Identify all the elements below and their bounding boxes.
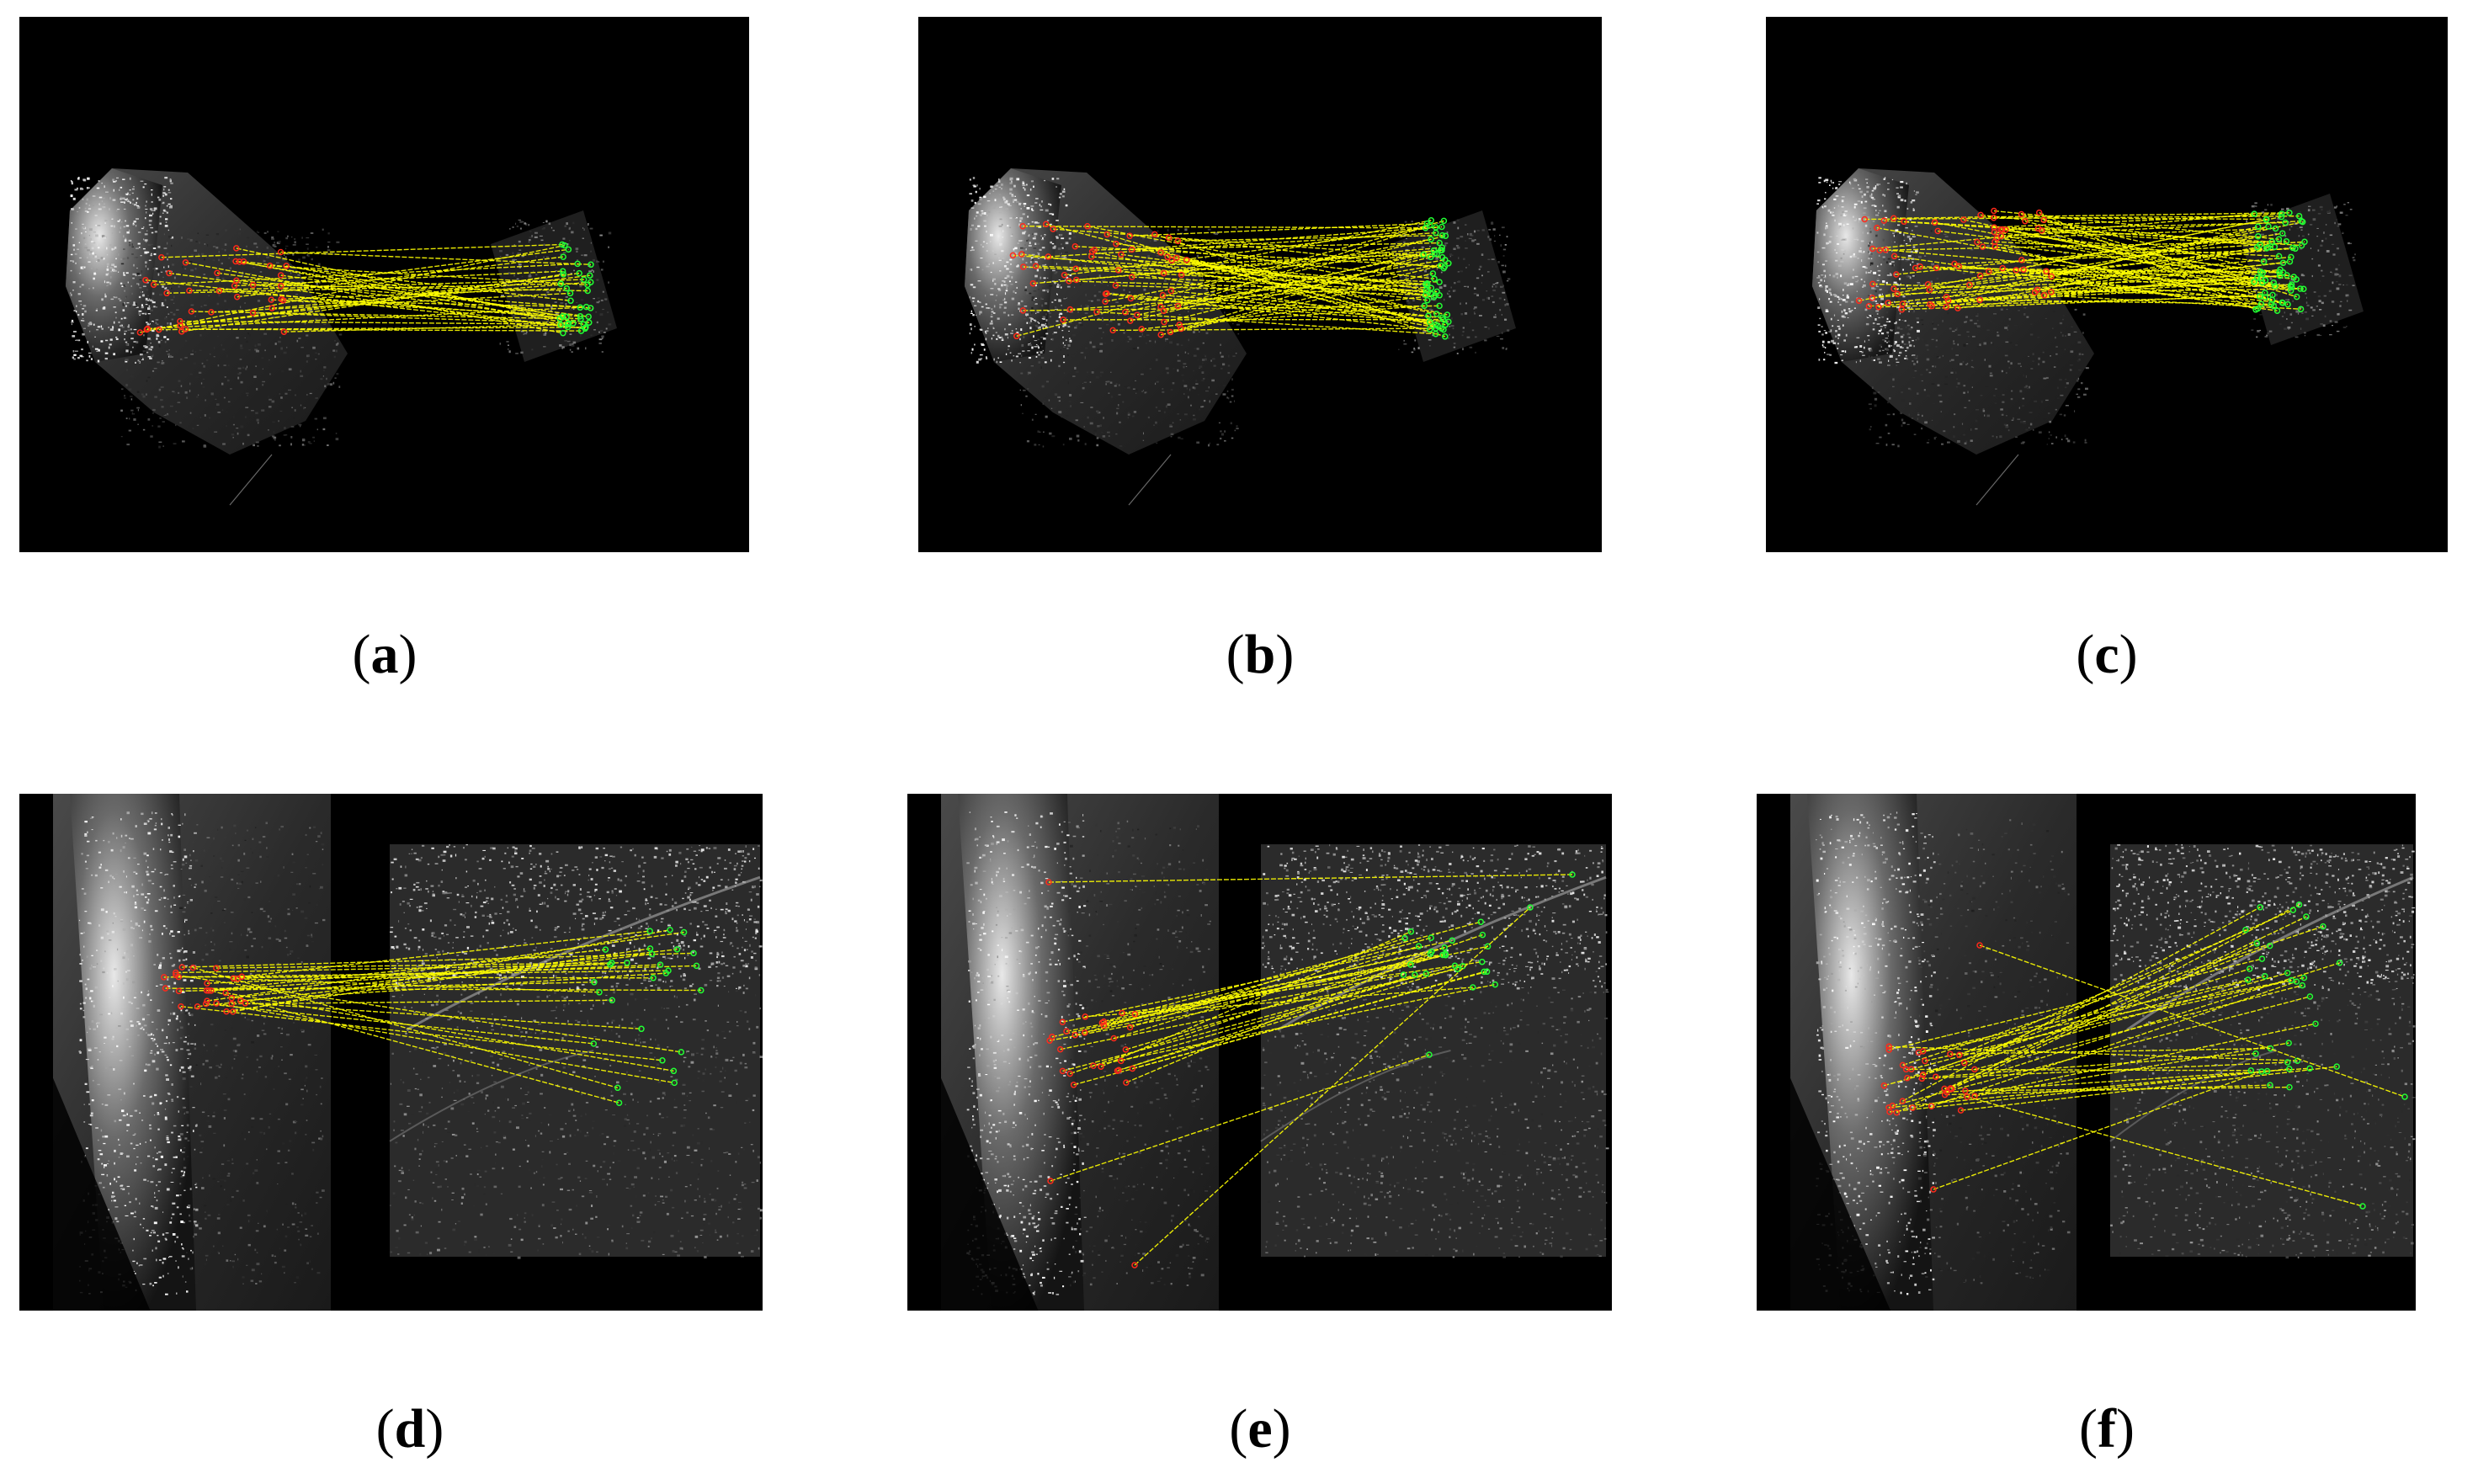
panel-b-caption-letter: b [1244,624,1276,685]
sar-match-visual [19,17,749,552]
panel-e-caption: (e) [1229,1398,1291,1460]
panel-c-caption-letter: c [2094,624,2119,685]
panel-f-caption: (f) [2079,1398,2135,1460]
panel-a-caption: (a) [352,624,417,685]
panel-c-image [1766,17,2448,552]
panel-b-image [918,17,1602,552]
panel-c-caption: (c) [2076,624,2138,685]
sar-match-visual [19,794,763,1311]
panel-f-image [1757,794,2416,1311]
sar-match-visual [918,17,1602,552]
sar-match-visual [1757,794,2416,1311]
panel-a-image [19,17,749,552]
panel-e-image [907,794,1612,1311]
panel-b-caption: (b) [1226,624,1295,685]
panel-f-caption-letter: f [2098,1398,2116,1460]
panel-e-caption-letter: e [1247,1398,1273,1460]
panel-d-image [19,794,763,1311]
sar-match-visual [907,794,1612,1311]
sar-match-visual [1766,17,2448,552]
panel-d-caption-letter: d [394,1398,426,1460]
panel-a-caption-letter: a [370,624,399,685]
panel-d-caption: (d) [375,1398,444,1460]
